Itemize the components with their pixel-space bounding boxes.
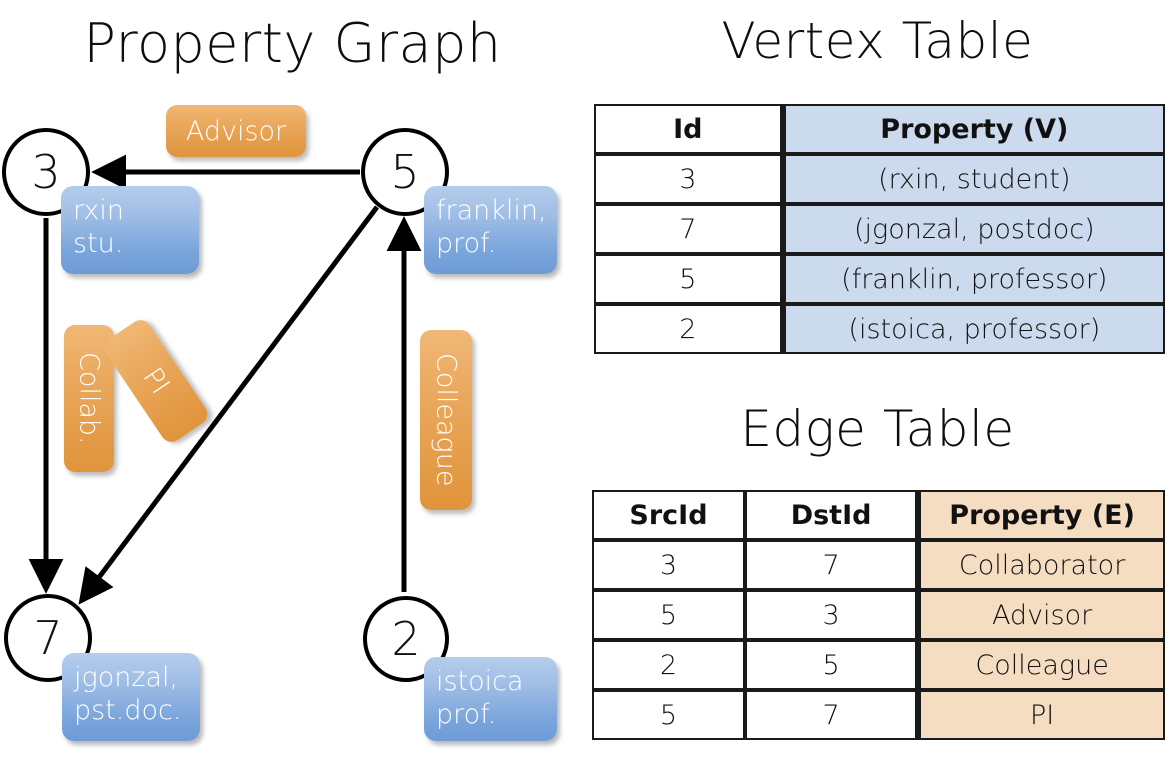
property-graph-diagram: 3 5 7 2 rxin stu. franklin, prof. jgonza… [2, 105, 557, 741]
edge-table-header-dstid: DstId [744, 490, 918, 540]
vertex-property-box-2-line1: istoica [436, 666, 524, 697]
vertex-cell-id: 3 [594, 154, 782, 204]
vertex-property-box-2-line2: prof. [436, 698, 497, 730]
edge-label-collab[interactable]: Collab. [64, 325, 114, 472]
edge-table: SrcId DstId Property (E) 3 7 Collaborato… [592, 490, 1165, 740]
graph-edges-layer [28, 154, 422, 605]
table-row[interactable]: 3 7 Collaborator [592, 540, 1165, 590]
graph-node-2-label: 2 [391, 612, 421, 666]
vertex-cell-id: 2 [594, 304, 782, 354]
edge-cell-property: PI [917, 690, 1165, 740]
graph-node-5[interactable]: 5 [361, 128, 449, 216]
vertex-property-box-2[interactable]: istoica prof. [424, 657, 557, 741]
vertex-property-box-3-line2: stu. [73, 227, 124, 259]
edge-cell-srcid: 2 [592, 640, 745, 690]
graph-node-5-label: 5 [390, 145, 420, 199]
vertex-cell-property: (jgonzal, postdoc) [781, 204, 1165, 254]
section-title-vertex-table: Vertex Table [721, 12, 1034, 70]
vertex-table-header-id: Id [594, 104, 782, 154]
vertex-property-box-7-line2: pst.doc. [74, 694, 182, 726]
vertex-table: Id Property (V) 3 (rxin, student) 7 (jgo… [594, 104, 1165, 354]
vertex-table-header-row: Id Property (V) [594, 104, 1165, 154]
edge-table-header-row: SrcId DstId Property (E) [592, 490, 1165, 540]
vertex-property-box-5[interactable]: franklin, prof. [424, 186, 557, 274]
vertex-property-box-3[interactable]: rxin stu. [61, 186, 199, 274]
vertex-property-box-5-line2: prof. [436, 227, 497, 259]
edge-label-colleague[interactable]: Colleague [420, 330, 472, 510]
table-row[interactable]: 5 (franklin, professor) [594, 254, 1165, 304]
edge-cell-srcid: 5 [592, 590, 745, 640]
edge-cell-dstid: 7 [744, 690, 918, 740]
vertex-table-header-property: Property (V) [781, 104, 1165, 154]
edge-label-advisor[interactable]: Advisor [166, 105, 306, 157]
vertex-cell-id: 5 [594, 254, 782, 304]
graph-node-2[interactable]: 2 [363, 596, 449, 682]
edge-cell-dstid: 7 [744, 540, 918, 590]
edge-cell-srcid: 3 [592, 540, 745, 590]
section-title-edge-table: Edge Table [740, 400, 1015, 458]
edge-table-header-srcid: SrcId [592, 490, 745, 540]
table-row[interactable]: 3 (rxin, student) [594, 154, 1165, 204]
vertex-cell-id: 7 [594, 204, 782, 254]
table-row[interactable]: 5 3 Advisor [592, 590, 1165, 640]
graph-edge-5-to-7 [78, 205, 379, 605]
vertex-property-box-7[interactable]: jgonzal, pst.doc. [62, 653, 200, 741]
edge-cell-property: Advisor [917, 590, 1165, 640]
vertex-cell-property: (franklin, professor) [781, 254, 1165, 304]
table-row[interactable]: 2 (istoica, professor) [594, 304, 1165, 354]
edge-cell-property: Collaborator [917, 540, 1165, 590]
edge-cell-property: Colleague [917, 640, 1165, 690]
table-row[interactable]: 7 (jgonzal, postdoc) [594, 204, 1165, 254]
vertex-cell-property: (rxin, student) [781, 154, 1165, 204]
edge-cell-srcid: 5 [592, 690, 745, 740]
edge-cell-dstid: 5 [744, 640, 918, 690]
vertex-property-box-3-line1: rxin [73, 195, 124, 226]
graph-node-3-label: 3 [31, 145, 61, 199]
edge-table-header-property: Property (E) [917, 490, 1165, 540]
page-title-property-graph: Property Graph [83, 12, 502, 75]
table-row[interactable]: 5 7 PI [592, 690, 1165, 740]
vertex-property-box-7-line1: jgonzal, [74, 662, 179, 693]
vertex-property-box-5-line1: franklin, [436, 195, 547, 226]
edge-cell-dstid: 3 [744, 590, 918, 640]
graph-node-7-label: 7 [33, 611, 63, 665]
table-row[interactable]: 2 5 Colleague [592, 640, 1165, 690]
vertex-cell-property: (istoica, professor) [781, 304, 1165, 354]
